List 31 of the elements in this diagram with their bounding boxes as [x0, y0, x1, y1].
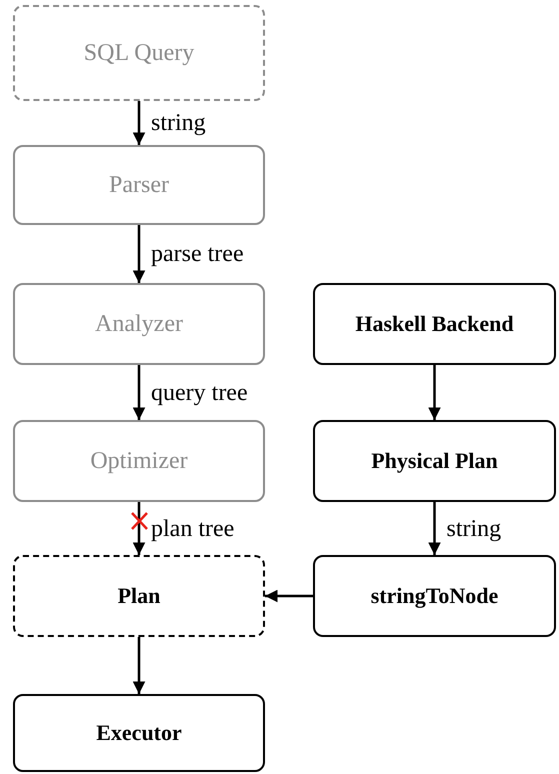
edge-label: parse tree [151, 242, 244, 266]
process-box [13, 555, 265, 637]
box-label: Executor [95, 720, 183, 746]
process-box [13, 283, 265, 365]
edge-label: query tree [151, 380, 248, 404]
arrow [132, 502, 146, 555]
arrow [428, 365, 441, 420]
process-box [13, 694, 265, 772]
box-label: Optimizer [89, 448, 189, 474]
box-label: SQL Query [82, 40, 196, 66]
process-box [13, 145, 265, 225]
edge-label: plan tree [151, 516, 234, 540]
arrow [132, 225, 146, 283]
box-label: Analyzer [94, 310, 184, 338]
process-box [13, 420, 265, 502]
process-box [313, 420, 556, 502]
edge-label: string [446, 516, 502, 540]
process-box [13, 5, 265, 101]
box-label: Parser [108, 172, 170, 198]
box-label: Physical Plan [370, 448, 499, 474]
arrow [132, 365, 146, 420]
arrow [265, 590, 313, 602]
arrow [132, 637, 146, 694]
box-label: Haskell Backend [354, 311, 515, 337]
box-label: Plan [116, 583, 162, 609]
arrow [132, 101, 146, 145]
arrow [428, 502, 441, 555]
process-box [313, 283, 556, 365]
edge-label: string [151, 111, 206, 135]
box-label: stringToNode [370, 583, 500, 609]
process-box [313, 555, 556, 637]
